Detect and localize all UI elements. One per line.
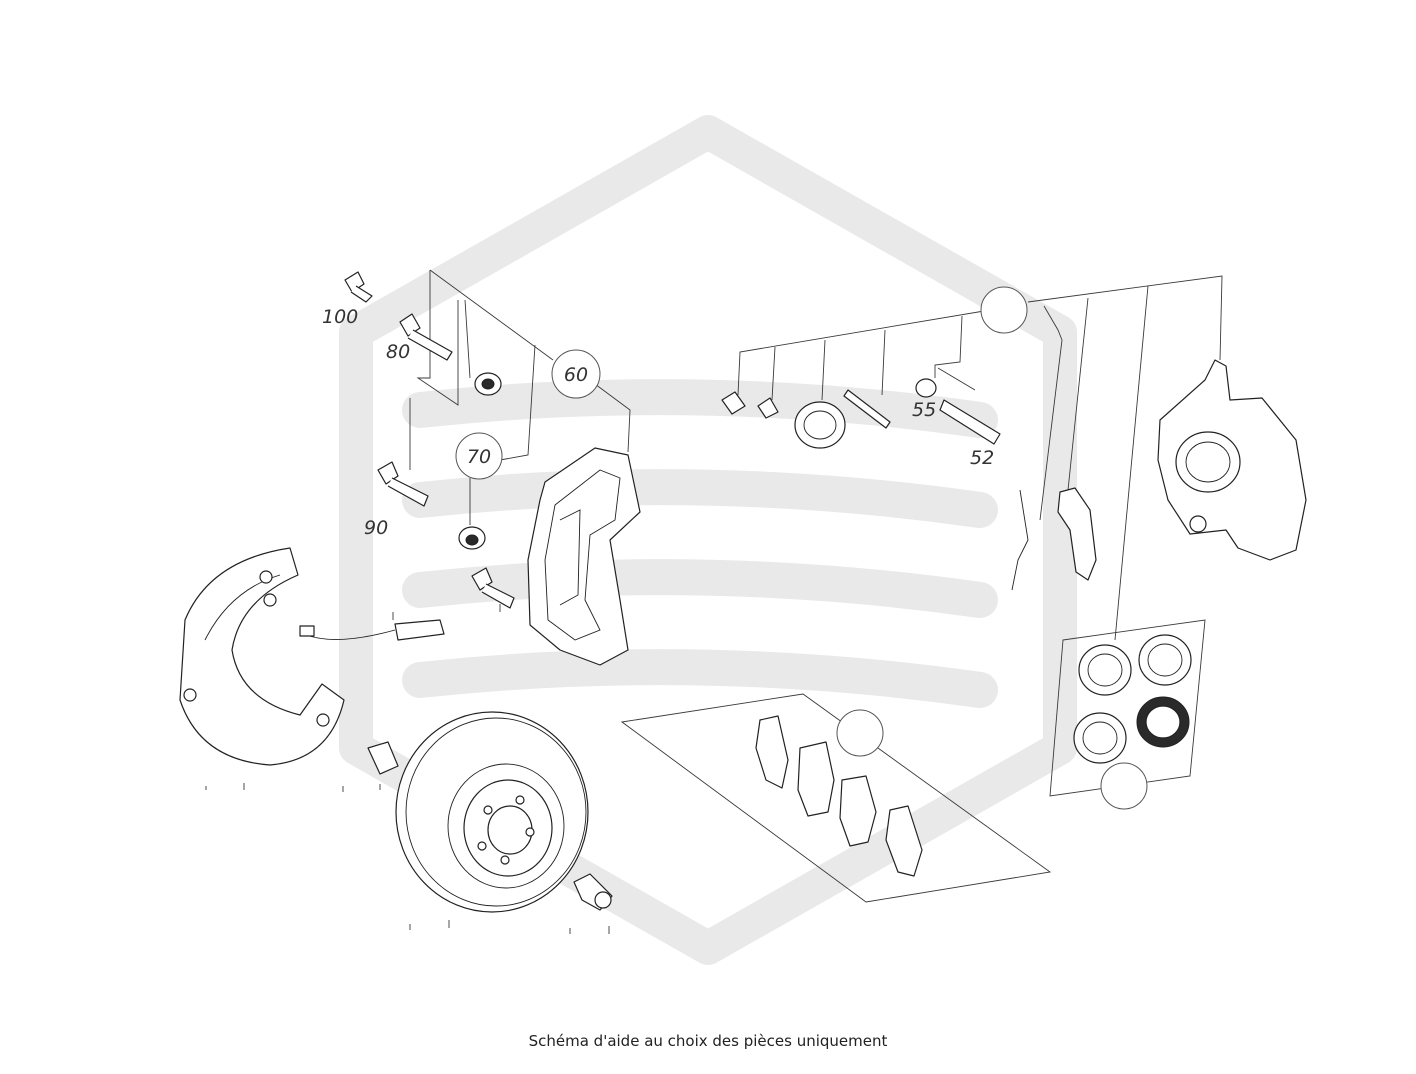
callout-100-label: 100 xyxy=(322,306,358,328)
seal-kit xyxy=(1073,634,1192,764)
callout-seals-group[interactable] xyxy=(1100,762,1148,810)
wear-sensor xyxy=(299,619,445,641)
caliper-bracket xyxy=(527,447,641,666)
callout-100[interactable]: 100 xyxy=(322,306,358,328)
bolt-80 xyxy=(399,313,453,361)
callout-caliper-group[interactable] xyxy=(980,286,1028,334)
watermark-logo xyxy=(339,115,1077,965)
hub-bolt xyxy=(367,741,399,775)
bushing-70-upper xyxy=(474,372,502,396)
callout-55[interactable]: 55 xyxy=(912,399,936,421)
callout-90[interactable]: 90 xyxy=(364,517,388,539)
caliper-body xyxy=(1157,359,1307,561)
bushing-70-lower xyxy=(458,526,486,550)
callout-52[interactable]: 52 xyxy=(970,447,994,469)
brake-pads xyxy=(755,715,923,877)
anti-rattle-clip xyxy=(1057,487,1097,581)
disc-screw xyxy=(573,873,613,911)
dust-shield xyxy=(179,547,345,766)
callout-70-label: 70 xyxy=(467,446,491,468)
bolt-90 xyxy=(377,461,429,507)
callout-pads-group[interactable] xyxy=(836,709,884,757)
diagram-caption: Schéma d'aide au choix des pièces unique… xyxy=(528,1032,888,1050)
callout-52-label: 52 xyxy=(970,447,994,469)
callout-60[interactable]: 60 xyxy=(551,349,601,399)
tick-marks xyxy=(205,604,610,934)
pad-retaining-spring xyxy=(1011,489,1029,591)
callout-60-label: 60 xyxy=(564,364,588,386)
caliper-bolt xyxy=(471,567,515,609)
callout-55-label: 55 xyxy=(912,399,936,421)
callout-90-label: 90 xyxy=(364,517,388,539)
guide-pin-kit xyxy=(721,378,1001,449)
bolt-100 xyxy=(344,271,373,303)
callout-70[interactable]: 70 xyxy=(455,432,503,480)
callout-80[interactable]: 80 xyxy=(386,341,410,363)
callout-80-label: 80 xyxy=(386,341,410,363)
brake-disc xyxy=(395,711,589,913)
